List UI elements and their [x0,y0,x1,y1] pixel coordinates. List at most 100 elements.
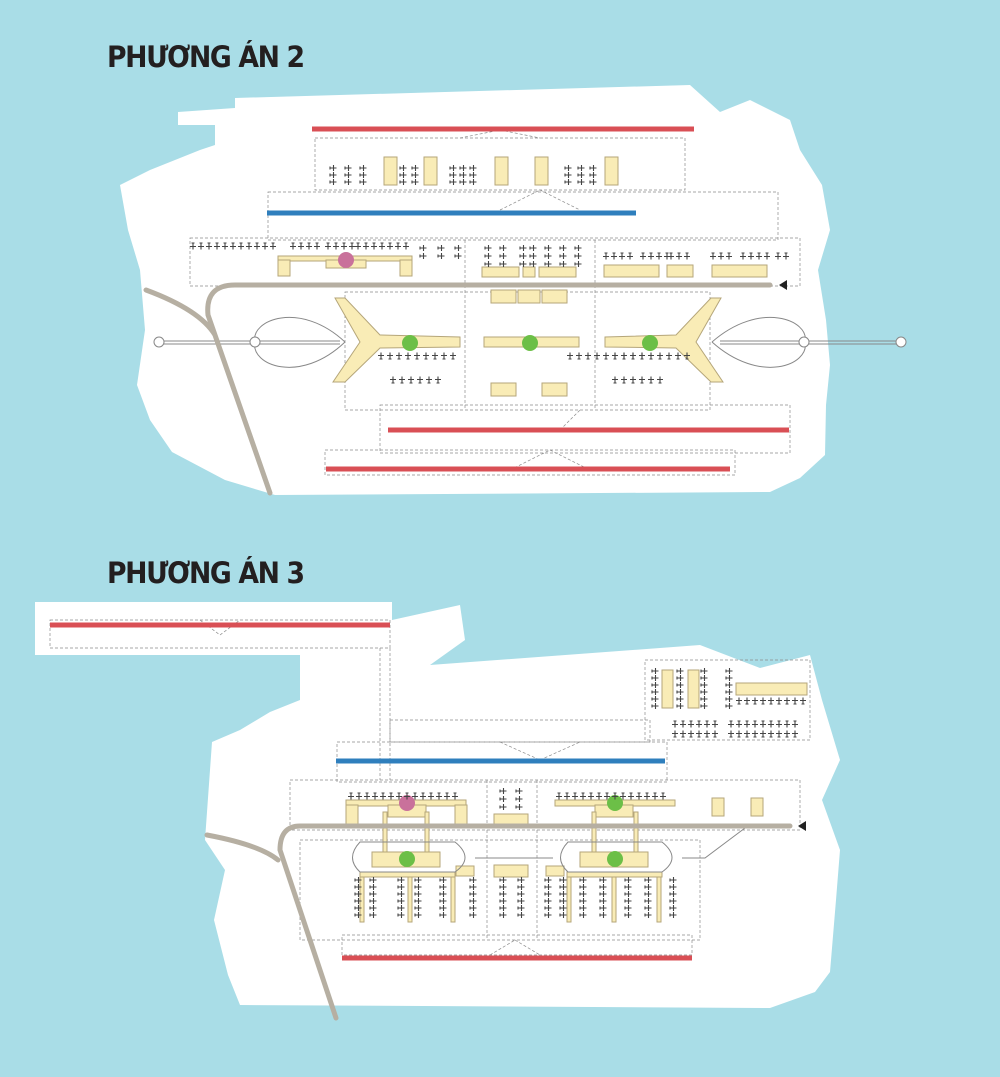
aircraft-icon [459,165,467,171]
aircraft-icon [559,877,567,883]
aircraft-icon [599,898,607,904]
aircraft-icon [669,877,677,883]
aircraft-icon [599,877,607,883]
aircraft-icon [499,912,507,918]
aircraft-icon [412,792,418,800]
aircraft-icon [700,689,708,695]
aircraft-icon [469,912,477,918]
aircraft-icon [624,884,632,890]
aircraft-icon [589,165,597,171]
aircraft-icon [364,792,370,800]
aircraft-icon [630,352,636,360]
aircraft-icon [559,261,567,267]
aircraft-icon [329,179,337,185]
aircraft-icon [399,376,405,384]
aircraft-icon [432,352,438,360]
aircraft-icon [619,252,625,260]
plan-2-land [120,85,830,495]
aircraft-icon [344,179,352,185]
aircraft-icon [675,352,681,360]
aircraft-icon [298,242,304,250]
aircraft-icon [559,898,567,904]
plan-3-marker-pink [399,795,415,811]
aircraft-icon [314,242,320,250]
aircraft-icon [776,697,782,705]
aircraft-icon [544,245,552,251]
aircraft-icon [651,689,659,695]
aircraft-icon [262,242,268,250]
aircraft-icon [405,352,411,360]
aircraft-icon [644,792,650,800]
plan-2-title: PHƯƠNG ÁN 2 [107,40,305,74]
aircraft-icon [341,242,347,250]
aircraft-icon [579,898,587,904]
aircraft-icon [544,905,552,911]
aircraft-icon [567,352,573,360]
aircraft-icon [651,696,659,702]
aircraft-icon [728,720,734,728]
aircraft-icon [198,242,204,250]
aircraft-icon [760,730,766,738]
aircraft-icon [441,352,447,360]
aircraft-icon [397,905,405,911]
aircraft-icon [355,242,361,250]
aircraft-icon [776,720,782,728]
aircraft-icon [712,730,718,738]
aircraft-icon [594,352,600,360]
aircraft-icon [688,730,694,738]
aircraft-icon [469,884,477,890]
aircraft-icon [669,912,677,918]
aircraft-icon [676,668,684,674]
aircraft-icon [544,261,552,267]
plan-2-marker-green-2 [522,335,538,351]
aircraft-icon [564,165,572,171]
aircraft-icon [792,730,798,738]
aircraft-icon [333,242,339,250]
aircraft-icon [499,253,507,259]
aircraft-icon [700,675,708,681]
aircraft-icon [611,252,617,260]
aircraft-icon [290,242,296,250]
aircraft-icon [736,730,742,738]
aircraft-icon [439,912,447,918]
aircraft-icon [499,891,507,897]
aircraft-icon [519,253,527,259]
aircraft-icon [395,242,401,250]
aircraft-icon [599,884,607,890]
aircraft-icon [752,697,758,705]
aircraft-icon [411,179,419,185]
aircraft-icon [630,376,636,384]
aircraft-icon [684,252,690,260]
aircraft-icon [404,792,410,800]
aircraft-icon [499,877,507,883]
aircraft-icon [436,792,442,800]
aircraft-icon [419,245,427,251]
aircraft-icon [450,352,456,360]
aircraft-icon [556,792,562,800]
aircraft-icon [519,261,527,267]
plan-3-marker-green-1 [607,795,623,811]
aircraft-icon [577,165,585,171]
aircraft-icon [544,912,552,918]
plan-3-aircraft-stands [348,668,806,918]
aircraft-icon [246,242,252,250]
aircraft-icon [725,689,733,695]
aircraft-icon [574,245,582,251]
aircraft-icon [589,172,597,178]
aircraft-icon [517,877,525,883]
aircraft-icon [499,898,507,904]
aircraft-icon [644,891,652,897]
aircraft-icon [669,898,677,904]
plan-3-entry-arrow [798,821,806,831]
aircraft-icon [574,253,582,259]
aircraft-icon [419,253,427,259]
aircraft-icon [459,179,467,185]
aircraft-icon [577,172,585,178]
aircraft-icon [222,242,228,250]
aircraft-icon [577,179,585,185]
aircraft-icon [651,675,659,681]
aircraft-icon [648,352,654,360]
aircraft-icon [612,352,618,360]
aircraft-icon [439,891,447,897]
